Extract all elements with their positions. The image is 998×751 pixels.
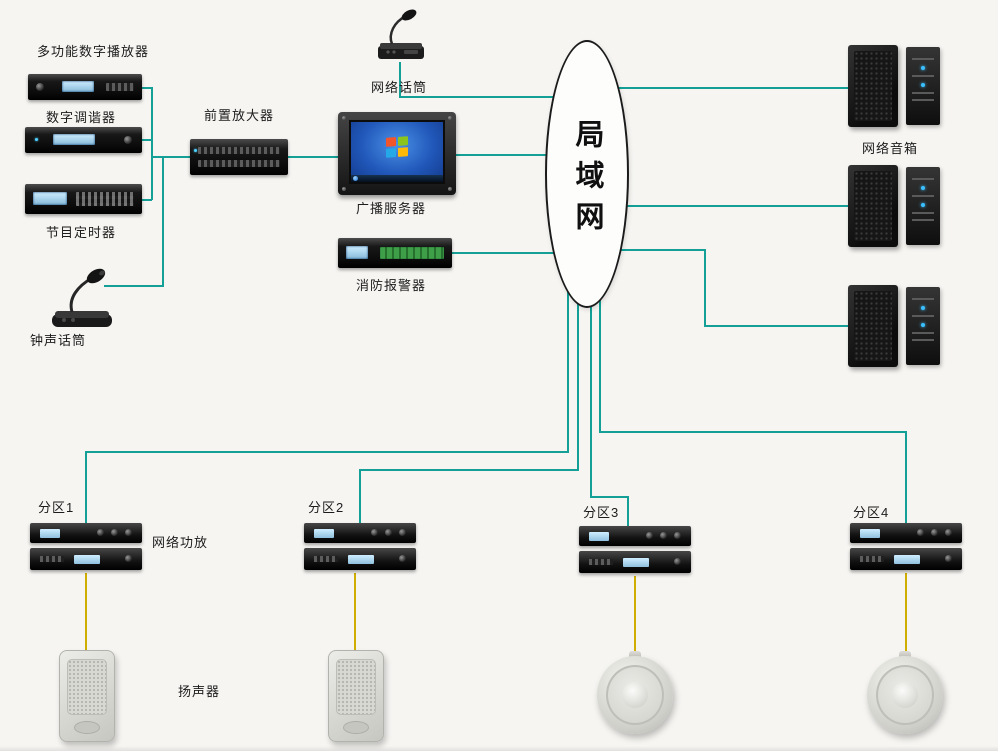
tuner-label: 数字调谐器 <box>46 110 117 125</box>
speakers-label: 扬声器 <box>178 684 221 699</box>
speaker-ring <box>606 665 664 725</box>
server-taskbar <box>351 175 443 182</box>
zone-amp-2 <box>304 523 416 573</box>
audio-wires <box>85 573 907 662</box>
amp-unit <box>850 548 962 570</box>
zone-amp-4 <box>850 523 962 573</box>
player-buttons <box>106 83 134 91</box>
speaker-grille <box>854 51 892 121</box>
ceiling-speaker-1 <box>597 651 673 734</box>
zone3-label: 分区3 <box>583 505 620 520</box>
speaker-cabinet <box>848 45 898 127</box>
amp-unit <box>579 526 691 546</box>
amp-unit <box>579 551 691 573</box>
wall-speaker-2 <box>328 650 384 742</box>
tuner-display <box>53 134 95 145</box>
amp-unit <box>304 523 416 543</box>
player-knob <box>36 83 44 91</box>
screw-icon <box>342 187 346 191</box>
lan-cloud: 局域网 <box>545 40 629 308</box>
fire-alarm-display <box>346 246 368 259</box>
fire-alarm-device <box>338 238 452 268</box>
network-amp-label: 网络功放 <box>152 535 209 550</box>
speaker-port <box>343 721 369 734</box>
start-orb-icon <box>353 176 358 181</box>
speaker-grille <box>67 659 107 715</box>
player-display <box>62 81 94 92</box>
network-mic-label: 网络话筒 <box>371 80 428 95</box>
lan-label: 局域网 <box>571 118 603 242</box>
fire-alarm-terminals <box>380 247 444 259</box>
broadcast-server <box>338 112 456 195</box>
amp-unit <box>30 523 142 543</box>
zone1-label: 分区1 <box>38 500 75 515</box>
preamp-buttons-row2 <box>198 160 280 167</box>
network-speaker-1 <box>848 45 940 127</box>
timer-device <box>25 184 142 214</box>
fire-alarm-label: 消防报警器 <box>356 278 427 293</box>
zone4-label: 分区4 <box>853 505 890 520</box>
amp-unit <box>30 548 142 570</box>
screw-icon <box>342 116 346 120</box>
network-speakers-label: 网络音箱 <box>862 141 919 156</box>
preamp-label: 前置放大器 <box>204 108 275 123</box>
ceiling-speaker-2 <box>867 651 943 734</box>
bell-mic-label: 钟声话筒 <box>30 333 87 348</box>
digital-player-device <box>28 74 142 100</box>
speaker-cabinet <box>848 165 898 247</box>
windows-logo-icon <box>386 136 408 158</box>
speaker-grille <box>854 291 892 361</box>
tuner-knob <box>124 136 132 144</box>
network-wires <box>85 62 907 527</box>
timer-display <box>33 192 67 205</box>
speaker-panel <box>906 287 940 365</box>
tuner-device <box>25 127 142 153</box>
zone-amp-3 <box>579 526 691 576</box>
broadcast-server-label: 广播服务器 <box>356 201 427 216</box>
speaker-grille <box>336 659 376 715</box>
preamp-led <box>194 149 197 152</box>
speaker-port <box>74 721 100 734</box>
speaker-grille <box>854 171 892 241</box>
network-mic <box>378 9 424 59</box>
speaker-dome <box>622 682 648 708</box>
preamp-buttons-row1 <box>198 147 280 154</box>
zone2-label: 分区2 <box>308 500 345 515</box>
wall-speaker-1 <box>59 650 115 742</box>
amp-unit <box>850 523 962 543</box>
tuner-led <box>35 138 38 141</box>
digital-player-label: 多功能数字播放器 <box>37 44 150 59</box>
network-speaker-3 <box>848 285 940 367</box>
page-bottom-edge <box>0 746 998 751</box>
speaker-panel <box>906 167 940 245</box>
speaker-dome <box>892 682 918 708</box>
speaker-panel <box>906 47 940 125</box>
bell-mic <box>52 268 112 327</box>
screw-icon <box>448 187 452 191</box>
timer-buttons <box>76 192 134 206</box>
screw-icon <box>448 116 452 120</box>
timer-label: 节目定时器 <box>46 225 117 240</box>
network-speaker-2 <box>848 165 940 247</box>
server-screen <box>349 120 445 184</box>
preamp-device <box>190 139 288 175</box>
zone-amp-1 <box>30 523 142 573</box>
amp-unit <box>304 548 416 570</box>
speaker-cabinet <box>848 285 898 367</box>
